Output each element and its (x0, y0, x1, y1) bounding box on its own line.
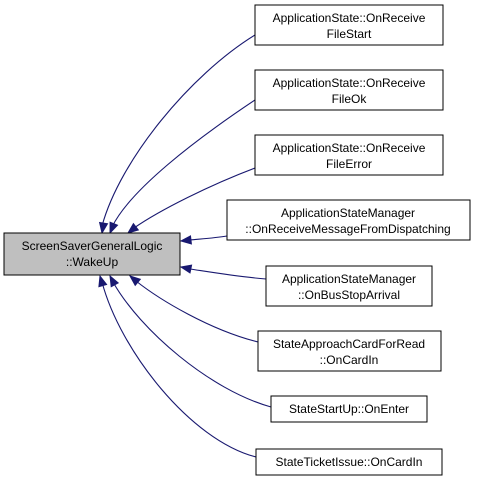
caller-node-ticketissue-oncardin[interactable]: StateTicketIssue::OnCardIn (255, 448, 443, 476)
edge-line (112, 281, 272, 408)
edge-line (133, 167, 256, 229)
caller-node-line2: ::OnBusStopArrival (298, 288, 400, 302)
caller-node-line1: StateStartUp::OnEnter (289, 402, 409, 416)
edge-arrowhead (179, 264, 193, 274)
caller-node-line1: ApplicationState::OnReceive (273, 141, 426, 155)
caller-node-onreceivefileok[interactable]: ApplicationState::OnReceive FileOk (254, 69, 444, 111)
caller-node-line1: ApplicationState::OnReceive (273, 76, 426, 90)
caller-node-line2: FileOk (332, 92, 368, 106)
edge-approachcard-oncardin (128, 275, 259, 343)
edge-onbusstoparrival (179, 264, 267, 280)
caller-node-line2: FileError (326, 157, 372, 171)
edge-startup-onenter (109, 274, 272, 408)
edge-line (135, 280, 259, 343)
caller-node-startup-onenter[interactable]: StateStartUp::OnEnter (270, 395, 428, 423)
caller-node-line1: ApplicationState::OnReceive (273, 11, 426, 25)
edge-arrowhead (179, 235, 192, 245)
edge-onreceivemessagefromdispatching (179, 235, 228, 245)
caller-node-onreceivefileerror[interactable]: ApplicationState::OnReceive FileError (254, 134, 444, 176)
edges (98, 34, 272, 458)
edge-arrowhead (98, 221, 109, 235)
edge-onreceivefileerror (126, 167, 256, 234)
edge-line (189, 268, 267, 280)
edge-arrowhead (98, 274, 108, 288)
caller-node-onreceivefilestart[interactable]: ApplicationState::OnReceive FileStart (254, 4, 444, 46)
edge-arrowhead (109, 221, 119, 235)
edge-ticketissue-oncardin (98, 274, 257, 458)
caller-node-line1: StateTicketIssue::OnCardIn (276, 455, 423, 469)
focus-node-line2: ::WakeUp (66, 255, 119, 269)
caller-node-line1: ApplicationStateManager (282, 272, 416, 286)
edge-line (101, 34, 256, 227)
caller-node-line2: FileStart (327, 27, 372, 41)
focus-node-wakeup[interactable]: ScreenSaverGeneralLogic ::WakeUp (3, 232, 181, 276)
caller-node-line2: ::OnReceiveMessageFromDispatching (245, 222, 450, 236)
caller-node-line2: ::OnCardIn (320, 353, 379, 367)
edge-arrowhead (128, 275, 142, 287)
caller-node-line1: ApplicationStateManager (281, 206, 415, 220)
edge-arrowhead (126, 222, 140, 234)
caller-node-approachcard-oncardin[interactable]: StateApproachCardForRead ::OnCardIn (257, 330, 442, 372)
edge-line (111, 99, 256, 228)
caller-node-onbusstoparrival[interactable]: ApplicationStateManager ::OnBusStopArriv… (265, 265, 433, 307)
edge-line (189, 235, 228, 241)
edge-onreceivefilestart (98, 34, 256, 235)
caller-node-line1: StateApproachCardForRead (273, 337, 425, 351)
edge-arrowhead (109, 274, 120, 288)
caller-node-onreceivemessagefromdispatching[interactable]: ApplicationStateManager ::OnReceiveMessa… (226, 199, 471, 241)
edge-onreceivefileok (109, 99, 256, 235)
edge-line (101, 281, 257, 458)
focus-node-line1: ScreenSaverGeneralLogic (22, 239, 163, 253)
